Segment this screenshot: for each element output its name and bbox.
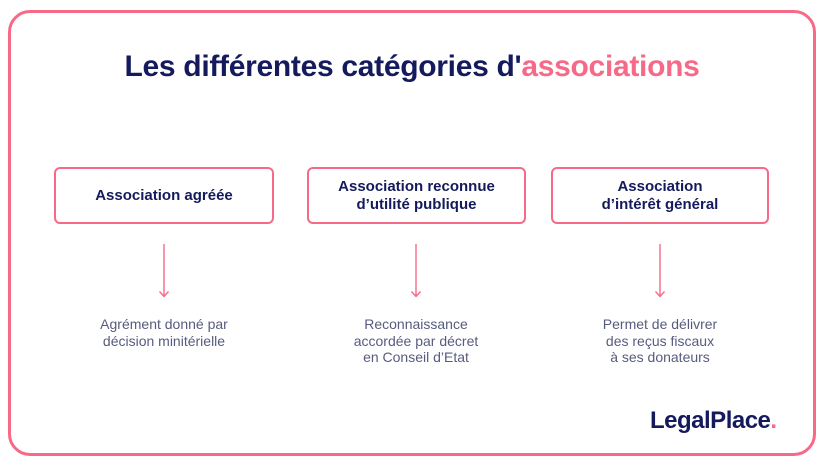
- category-card-agreee: Association agréée: [54, 167, 274, 224]
- page-title: Les différentes catégories d'association…: [0, 50, 824, 84]
- logo-dot: .: [770, 407, 777, 434]
- legalplace-logo: LegalPlace.: [650, 407, 777, 435]
- title-accent: associations: [521, 50, 700, 83]
- logo-text: LegalPlace: [650, 407, 771, 434]
- arrow-down-icon: [410, 244, 422, 298]
- title-prefix: Les différentes catégories d': [124, 50, 522, 83]
- category-label: Association reconnue d’utilité publique: [338, 177, 495, 213]
- category-card-interet-general: Association d’intérêt général: [551, 167, 769, 224]
- category-label: Association agréée: [95, 186, 233, 204]
- category-description: Permet de délivrer des reçus fiscaux à s…: [602, 316, 718, 365]
- category-description: Reconnaissance accordée par décret en Co…: [353, 316, 479, 365]
- arrow-down-icon: [654, 244, 666, 298]
- arrow-down-icon: [158, 244, 170, 298]
- diagram-frame: [8, 10, 816, 456]
- category-card-utilite-publique: Association reconnue d’utilité publique: [307, 167, 526, 224]
- category-description: Agrément donné par décision minitérielle: [100, 316, 228, 349]
- category-label: Association d’intérêt général: [601, 177, 719, 213]
